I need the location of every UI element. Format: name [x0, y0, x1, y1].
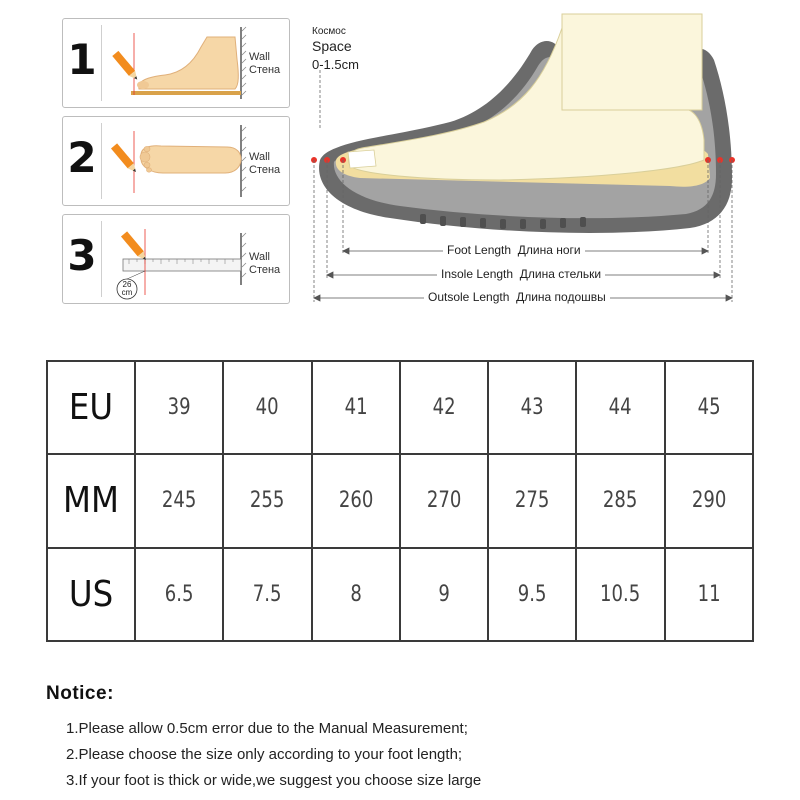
label-ru: Длина стельки — [519, 267, 602, 281]
ruler-measurement-illustration — [116, 229, 247, 300]
table-row: US 6.5 7.5 8 9 9.5 10.5 11 — [46, 546, 753, 643]
wall-label: Wall Стена — [249, 151, 280, 177]
toe-nail — [347, 149, 377, 169]
wall-label-ru: Стена — [249, 164, 281, 176]
step-number: 1 — [67, 35, 97, 84]
table-cell: 10.5 — [583, 546, 658, 643]
wall-label-en: Wall — [249, 51, 270, 63]
sole-tread — [420, 214, 586, 229]
table-cell: 43 — [495, 359, 570, 456]
foot-top-view-illustration — [110, 125, 247, 197]
notice-list: 1.Please allow 0.5cm error due to the Ma… — [66, 716, 766, 794]
outsole-length-label: Outsole Length Длина подошвы — [424, 290, 610, 304]
foot-side-view-illustration — [112, 26, 247, 99]
table-cell: 8 — [318, 546, 393, 643]
table-cell: 255 — [230, 453, 305, 549]
foot-length-label: Foot Length Длина ноги — [443, 243, 585, 257]
label-en: Outsole Length — [428, 290, 510, 304]
ankle — [561, 13, 703, 111]
label-en: Foot Length — [447, 243, 512, 257]
foot-shape — [348, 27, 705, 181]
space-value: 0-1.5cm — [312, 57, 359, 72]
divider — [101, 123, 102, 199]
step-3-panel: 3 — [62, 214, 290, 304]
space-label-ru: Космос — [312, 26, 346, 37]
table-row: EU 39 40 41 42 43 44 45 — [46, 359, 753, 456]
table-cell: 40 — [230, 359, 305, 456]
notice-item: 3.If your foot is thick or wide,we sugge… — [66, 772, 482, 789]
table-cell: 270 — [406, 453, 482, 549]
wall-label-ru: Стена — [249, 64, 281, 76]
step-2-panel: 2 Wall — [62, 116, 290, 206]
table-cell: 275 — [495, 453, 570, 549]
label-en: Insole Length — [441, 267, 514, 281]
wall-label: Wall Стена — [249, 51, 280, 77]
ruler-reading: 26 cm — [117, 281, 137, 297]
notice-item: 1.Please allow 0.5cm error due to the Ma… — [66, 720, 468, 737]
space-label: Космос Space 0-1.5cm — [312, 26, 359, 74]
table-cell: 245 — [142, 453, 217, 549]
table-cell: 260 — [318, 453, 393, 549]
table-cell: 285 — [583, 453, 658, 549]
table-cell: 11 — [671, 546, 746, 643]
table-cell: 9 — [406, 546, 482, 643]
insole-length-label: Insole Length Длина стельки — [437, 267, 606, 281]
ruler-value: 26 — [122, 280, 132, 289]
row-header-us: US — [46, 546, 136, 643]
table-cell: 6.5 — [142, 546, 217, 643]
label-ru: Длина подошвы — [516, 290, 606, 304]
table-cell: 290 — [671, 453, 746, 549]
step-1-panel: 1 Wa — [62, 18, 290, 108]
label-ru: Длина ноги — [517, 243, 581, 257]
step-number: 2 — [67, 133, 97, 182]
row-header-eu: EU — [46, 359, 136, 456]
size-chart-table: EU 39 40 41 42 43 44 45 MM 245 255 260 2… — [46, 359, 754, 643]
wall-label-en: Wall — [249, 151, 270, 163]
wall-label-en: Wall — [249, 251, 270, 263]
table-cell: 7.5 — [230, 546, 305, 643]
table-cell: 9.5 — [495, 546, 570, 643]
ruler-unit: cm — [121, 288, 133, 297]
divider — [101, 25, 102, 101]
wall-label: Wall Стена — [249, 251, 280, 277]
table-cell: 44 — [583, 359, 658, 456]
divider — [101, 221, 102, 297]
table-cell: 42 — [406, 359, 482, 456]
space-label-en: Space — [312, 38, 352, 54]
table-row: MM 245 255 260 270 275 285 290 — [46, 453, 753, 549]
step-number: 3 — [67, 231, 97, 280]
notice-title: Notice: — [46, 683, 114, 704]
notice-item: 2.Please choose the size only according … — [66, 746, 463, 763]
table-cell: 41 — [318, 359, 393, 456]
table-cell: 45 — [671, 359, 746, 456]
wall-label-ru: Стена — [249, 264, 281, 276]
shoe-cross-section-diagram — [311, 13, 735, 302]
table-cell: 39 — [142, 359, 217, 456]
row-header-mm: MM — [46, 453, 136, 549]
